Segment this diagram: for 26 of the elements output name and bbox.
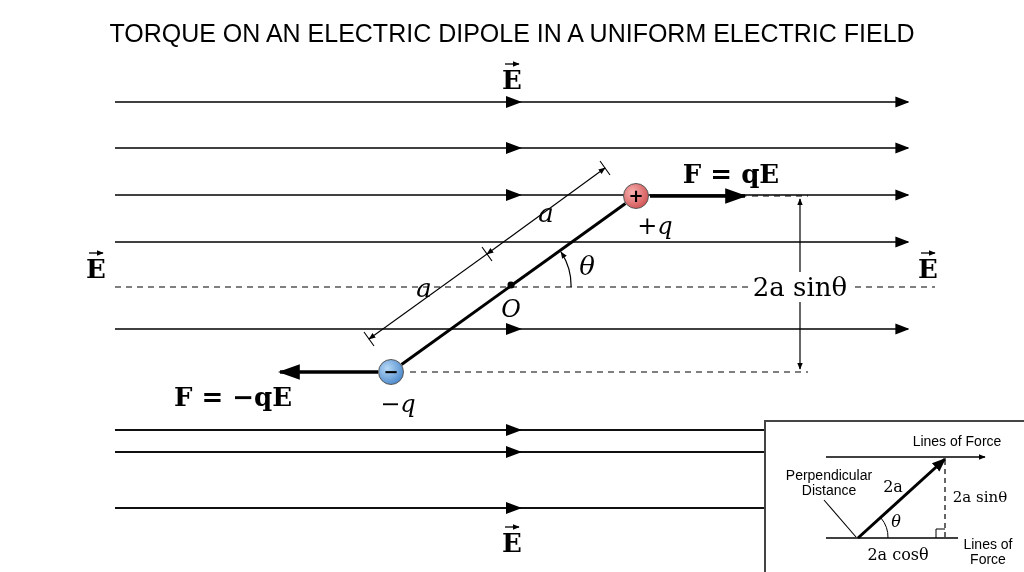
- dimension-label: 2a cosθ: [867, 547, 929, 563]
- field-label: E: [502, 530, 522, 556]
- force-label: F = −qE: [173, 384, 293, 410]
- axis-label: Lines of Force: [962, 536, 1014, 568]
- title: TORQUE ON AN ELECTRIC DIPOLE IN A UNIFORM ELECTRIC FIELD: [109, 20, 915, 46]
- axis-label: Lines of Force: [912, 434, 1002, 448]
- angle-label: θ: [891, 514, 901, 530]
- dipole-rod: [400, 202, 627, 366]
- point-label: O: [501, 297, 521, 321]
- charge-sign: −: [383, 363, 399, 381]
- leader-line: [823, 499, 857, 538]
- charge-label: −q: [380, 392, 416, 416]
- force-label: F = qE: [682, 161, 780, 187]
- charge-label: +q: [637, 214, 673, 238]
- field-label: E: [918, 256, 938, 282]
- angle-label: θ: [579, 253, 595, 279]
- dimension-label: a: [416, 275, 432, 301]
- field-label: E: [502, 67, 522, 93]
- annotation-text: Perpendicular Distance: [784, 468, 874, 499]
- charge-circle: [378, 359, 404, 385]
- charge-sign: +: [628, 187, 644, 205]
- dimension-label: 2a: [883, 479, 903, 495]
- charge-circle: [623, 183, 649, 209]
- dimension-label: 2a sinθ: [752, 274, 848, 300]
- field-label: E: [86, 256, 106, 282]
- dimension-label: 2a sinθ: [952, 489, 1008, 505]
